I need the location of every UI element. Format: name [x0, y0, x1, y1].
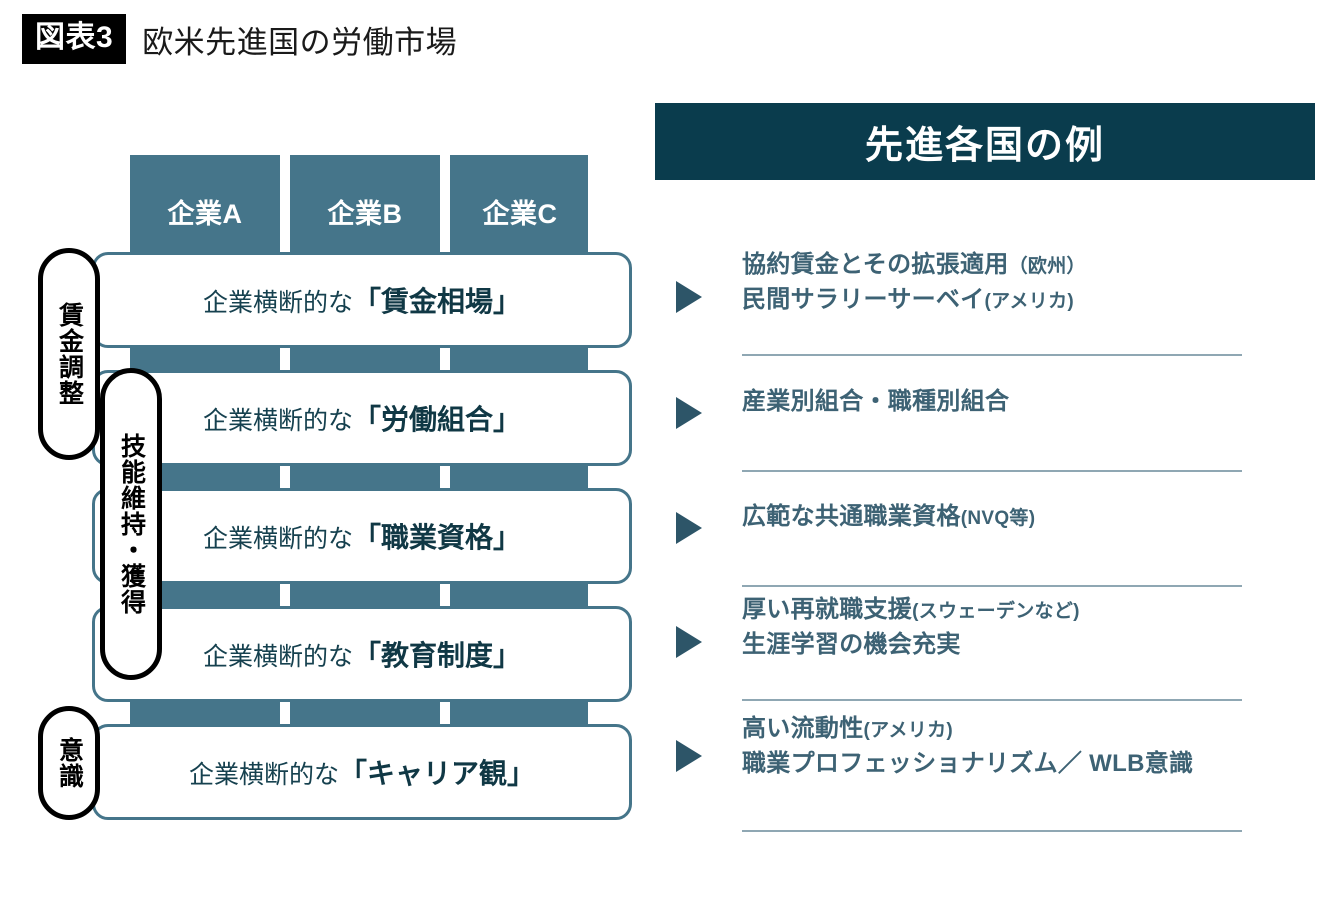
row-label-career-view: 企業横断的な「キャリア観」: [189, 752, 535, 792]
triangle-right-icon: [676, 626, 702, 658]
row-prefix: 企業横断的な: [202, 525, 353, 553]
row-card-vocational-qualification[interactable]: 企業横断的な「職業資格」: [92, 488, 632, 584]
column-label-company-a: 企業A: [167, 199, 243, 229]
example-divider: [742, 830, 1242, 832]
example-line: 協約賃金とその拡張適用（欧州）: [742, 248, 1312, 283]
matrix-diagram: 企業A 企業B 企業C 企業横断的な「賃金相場」 企業横断的な「労働組合」 企業…: [0, 0, 660, 920]
example-divider: [742, 699, 1242, 701]
row-prefix: 企業横断的な: [202, 643, 353, 671]
row-label-vocational-qualification: 企業横断的な「職業資格」: [203, 516, 521, 556]
example-line-main: 広範な共通職業資格: [742, 503, 961, 530]
triangle-right-icon: [676, 740, 702, 772]
example-line: 民間サラリーサーベイ(アメリカ): [742, 283, 1312, 318]
example-line: 広範な共通職業資格(NVQ等): [742, 500, 1312, 535]
row-label-education-system: 企業横断的な「教育制度」: [203, 634, 521, 674]
column-label-company-c: 企業C: [482, 199, 558, 229]
example-line: 職業プロフェッショナリズム／ WLB意識: [742, 747, 1312, 782]
examples-panel: 先進各国の例 協約賃金とその拡張適用（欧州） 民間サラリーサーベイ(アメリカ) …: [655, 0, 1340, 920]
example-line: 厚い再就職支援(スウェーデンなど): [742, 593, 1312, 628]
row-prefix: 企業横断的な: [202, 289, 353, 317]
row-card-career-view[interactable]: 企業横断的な「キャリア観」: [92, 724, 632, 820]
example-lines: 高い流動性(アメリカ) 職業プロフェッショナリズム／ WLB意識: [742, 712, 1312, 782]
category-pill-awareness[interactable]: 意識: [38, 706, 100, 820]
example-lines: 厚い再就職支援(スウェーデンなど) 生涯学習の機会充実: [742, 593, 1312, 663]
examples-header-band: 先進各国の例: [655, 103, 1315, 180]
page-title: 図表3 欧米先進国の労働市場: [22, 14, 457, 64]
example-line-paren: (アメリカ): [863, 720, 954, 741]
example-line-main: 職業プロフェッショナリズム／ WLB意識: [742, 749, 1194, 777]
figure-title-text: 欧米先進国の労働市場: [142, 24, 458, 60]
example-line-main: 産業別組合・職種別組合: [742, 388, 1010, 415]
row-prefix: 企業横断的な: [202, 407, 353, 435]
example-line-main: 厚い再就職支援: [742, 596, 913, 623]
figure-number-badge: 図表3: [22, 14, 127, 64]
column-label-company-b: 企業B: [327, 199, 403, 229]
row-card-wage-market[interactable]: 企業横断的な「賃金相場」: [92, 252, 632, 348]
row-card-education-system[interactable]: 企業横断的な「教育制度」: [92, 606, 632, 702]
row-card-labor-union[interactable]: 企業横断的な「労働組合」: [92, 370, 632, 466]
example-line: 産業別組合・職種別組合: [742, 385, 1312, 420]
triangle-right-icon: [676, 281, 702, 313]
row-emphasis: 「キャリア観」: [339, 758, 536, 789]
category-pill-label: 意識: [55, 737, 84, 789]
row-label-wage-market: 企業横断的な「賃金相場」: [203, 280, 521, 320]
example-lines: 協約賃金とその拡張適用（欧州） 民間サラリーサーベイ(アメリカ): [742, 248, 1312, 318]
example-line-main: 高い流動性: [742, 715, 864, 742]
example-line: 高い流動性(アメリカ): [742, 712, 1312, 747]
category-pill-wage-adjustment[interactable]: 賃金調整: [38, 248, 100, 460]
example-line-paren: (スウェーデンなど): [912, 601, 1080, 622]
example-line-paren: （欧州）: [1008, 256, 1086, 277]
triangle-right-icon: [676, 512, 702, 544]
example-lines: 産業別組合・職種別組合: [742, 385, 1312, 420]
row-emphasis: 「賃金相場」: [353, 286, 522, 317]
category-pill-label: 技能維持・獲得: [117, 433, 146, 615]
example-line-main: 協約賃金とその拡張適用: [742, 251, 1009, 278]
row-prefix: 企業横断的な: [188, 761, 339, 789]
example-lines: 広範な共通職業資格(NVQ等): [742, 500, 1312, 535]
example-line-main: 民間サラリーサーベイ: [742, 285, 985, 313]
row-label-labor-union: 企業横断的な「労働組合」: [203, 398, 521, 438]
row-emphasis: 「労働組合」: [353, 404, 522, 435]
example-divider: [742, 354, 1242, 356]
triangle-right-icon: [676, 397, 702, 429]
examples-header-title: 先進各国の例: [864, 125, 1105, 167]
example-line: 生涯学習の機会充実: [742, 628, 1312, 663]
category-pill-label: 賃金調整: [55, 302, 84, 406]
category-pill-skill-retention[interactable]: 技能維持・獲得: [100, 368, 162, 680]
example-divider: [742, 470, 1242, 472]
example-divider: [742, 585, 1242, 587]
example-line-main: 生涯学習の機会充実: [742, 630, 961, 658]
example-line-paren: (NVQ等): [960, 508, 1036, 529]
row-emphasis: 「教育制度」: [353, 640, 522, 671]
example-line-paren: (アメリカ): [984, 290, 1075, 312]
row-emphasis: 「職業資格」: [353, 522, 522, 553]
